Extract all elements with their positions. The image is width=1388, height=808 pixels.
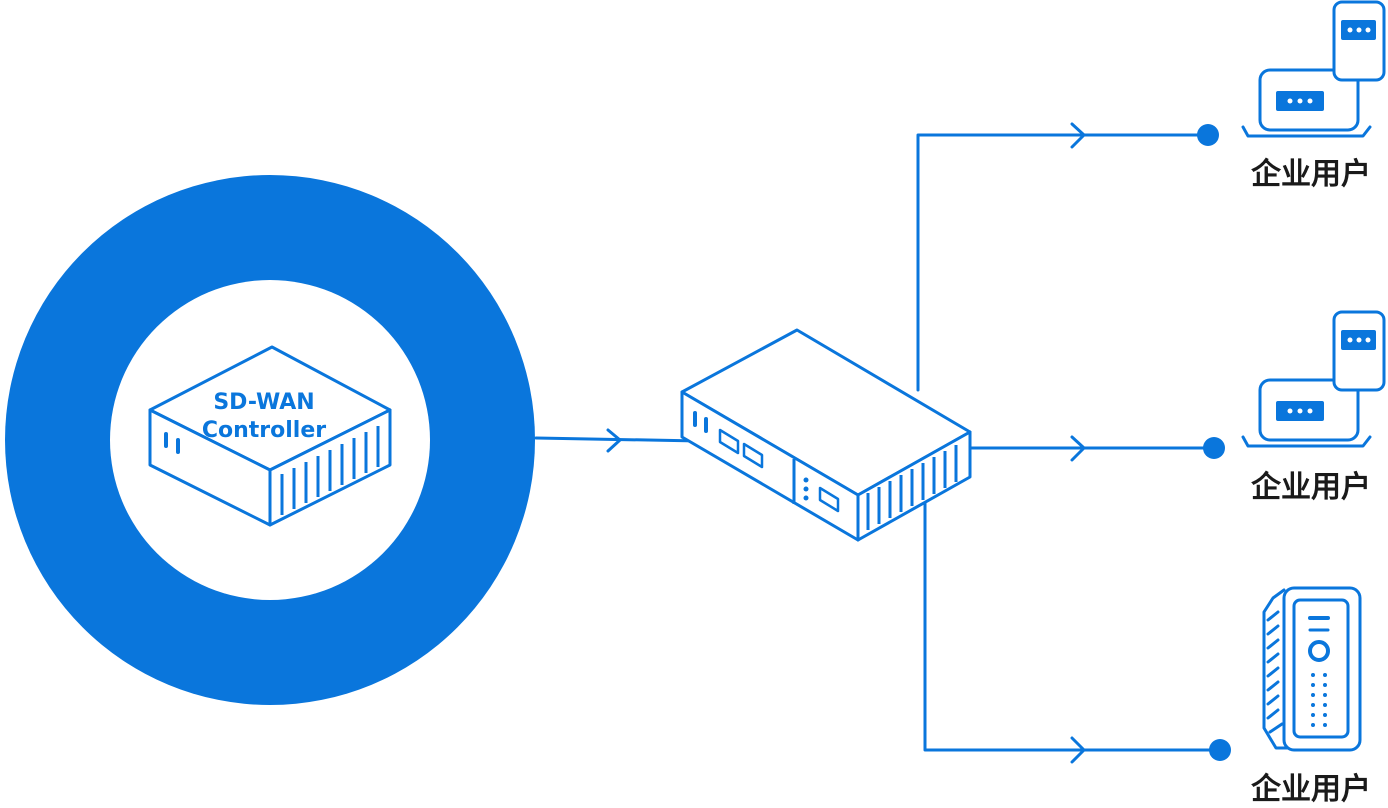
arrow-icon — [606, 428, 622, 453]
server-side-stripes — [1266, 610, 1284, 734]
phone-body — [1332, 310, 1386, 392]
user-label: 企业用户 — [1251, 772, 1371, 807]
router-to-user3-line — [923, 498, 1222, 752]
phone-body — [1332, 0, 1386, 82]
user-label: 企业用户 — [1251, 157, 1371, 192]
arrow-icon — [1070, 736, 1086, 764]
connectors — [534, 122, 1222, 764]
controller-label-line1: SD-WAN — [213, 390, 314, 415]
laptop-phone-icon — [1241, 0, 1386, 138]
endpoint-dot — [1203, 437, 1225, 459]
tower-server-icon — [1262, 586, 1362, 752]
router-vents — [866, 445, 958, 530]
laptop-phone-icon — [1241, 310, 1386, 448]
router-leds — [693, 411, 708, 433]
server-power-button — [1308, 640, 1330, 662]
router-to-user1-line — [916, 133, 1210, 392]
router-ports — [718, 428, 840, 513]
laptop-base — [1241, 435, 1372, 448]
endpoint-dot — [1197, 124, 1219, 146]
controller-leds — [164, 432, 180, 454]
router-device — [680, 328, 972, 542]
arrow-icon — [1070, 435, 1086, 462]
arrow-icon — [1070, 122, 1086, 149]
user-label: 企业用户 — [1251, 470, 1371, 505]
server-side — [1262, 588, 1297, 750]
controller-vents — [280, 426, 380, 515]
server-panel — [1292, 598, 1350, 739]
controller-label-line2: Controller — [202, 418, 326, 443]
controller-device — [148, 345, 392, 527]
backbone-label: SD-WAN骨干 — [144, 66, 445, 160]
router-status-dots — [803, 477, 809, 501]
router-side — [856, 430, 972, 542]
endpoint-dot — [1209, 739, 1231, 761]
laptop-base — [1241, 125, 1372, 138]
server-dots — [1311, 673, 1327, 727]
